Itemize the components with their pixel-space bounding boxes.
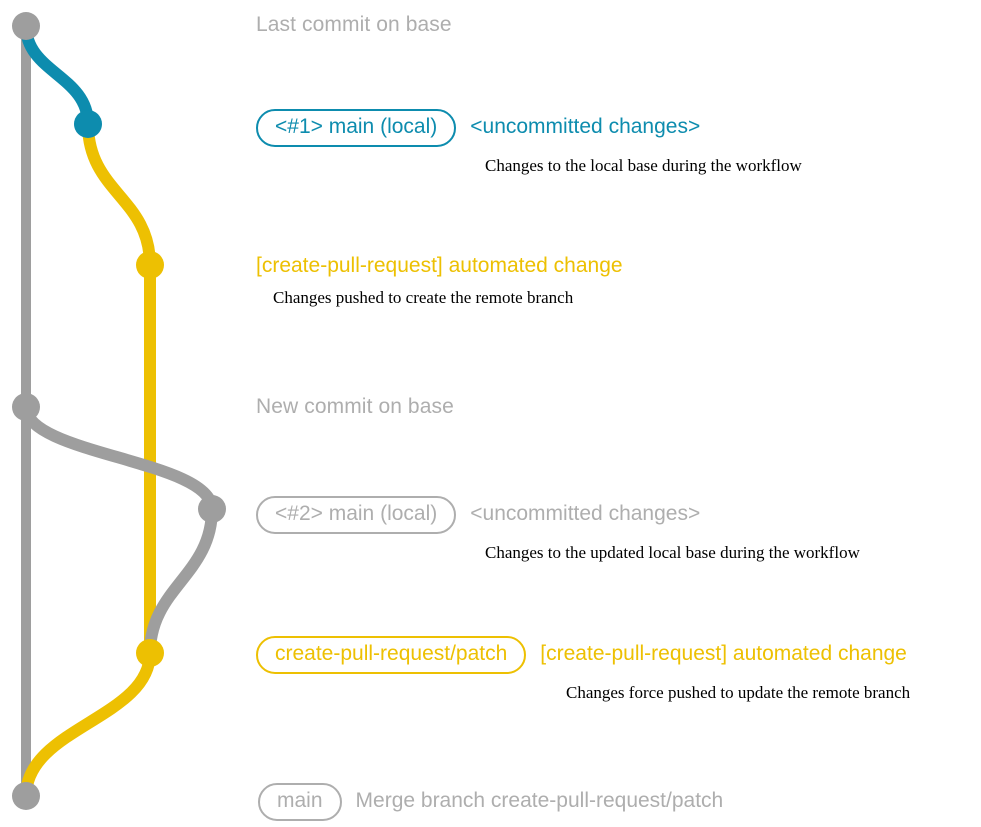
graph-row-local-commit-2: <#2> main (local) <uncommitted changes> … bbox=[256, 496, 860, 563]
graph-row-automated-change-1: [create-pull-request] automated change C… bbox=[256, 253, 623, 308]
edge-patch-2-to-merge bbox=[20, 647, 156, 802]
edge-base-to-local-2 bbox=[20, 401, 218, 515]
ref-pill-main-local-1[interactable]: <#1> main (local) bbox=[256, 109, 457, 147]
commit-subject: [create-pull-request] automated change bbox=[256, 254, 623, 277]
commit-note: Changes to the local base during the wor… bbox=[485, 156, 802, 175]
commit-note: Changes pushed to create the remote bran… bbox=[273, 288, 574, 307]
graph-row-local-commit-1: <#1> main (local) <uncommitted changes> … bbox=[256, 109, 802, 176]
commit-node-last-commit-on-base[interactable] bbox=[12, 12, 40, 40]
commit-subject: <uncommitted changes> bbox=[470, 502, 701, 525]
commit-node-automated-change-2[interactable] bbox=[136, 639, 164, 667]
commit-subject: <uncommitted changes> bbox=[470, 115, 701, 138]
graph-row-merge-commit: main Merge branch create-pull-request/pa… bbox=[258, 783, 723, 821]
commit-subject: [create-pull-request] automated change bbox=[540, 642, 907, 665]
commit-subject: Merge branch create-pull-request/patch bbox=[355, 789, 724, 812]
commit-note: Changes to the updated local base during… bbox=[485, 543, 860, 562]
graph-row-new-commit-on-base: New commit on base bbox=[256, 394, 454, 420]
ref-pill-create-pull-request-patch[interactable]: create-pull-request/patch bbox=[256, 636, 527, 674]
commit-node-local-commit-2[interactable] bbox=[198, 495, 226, 523]
edge-local-2-to-patch-2 bbox=[144, 503, 218, 659]
commit-caption: Last commit on base bbox=[256, 13, 452, 36]
ref-pill-main[interactable]: main bbox=[258, 783, 342, 821]
commit-node-local-commit-1[interactable] bbox=[74, 110, 102, 138]
commit-caption: New commit on base bbox=[256, 395, 454, 418]
commit-note: Changes force pushed to update the remot… bbox=[566, 683, 911, 702]
ref-pill-label: main bbox=[277, 789, 323, 812]
graph-row-last-commit-on-base: Last commit on base bbox=[256, 12, 452, 38]
commit-node-automated-change-1[interactable] bbox=[136, 251, 164, 279]
ref-pill-main-local-2[interactable]: <#2> main (local) bbox=[256, 496, 457, 534]
commit-node-new-commit-on-base[interactable] bbox=[12, 393, 40, 421]
edge-local-1-to-patch-1 bbox=[82, 118, 156, 271]
commit-node-merge-commit[interactable] bbox=[12, 782, 40, 810]
ref-pill-label: <#2> main (local) bbox=[275, 502, 438, 525]
graph-row-automated-change-2: create-pull-request/patch [create-pull-r… bbox=[256, 636, 910, 703]
edge-base-to-local-1 bbox=[20, 20, 94, 130]
ref-pill-label: create-pull-request/patch bbox=[275, 642, 508, 665]
ref-pill-label: <#1> main (local) bbox=[275, 115, 438, 138]
